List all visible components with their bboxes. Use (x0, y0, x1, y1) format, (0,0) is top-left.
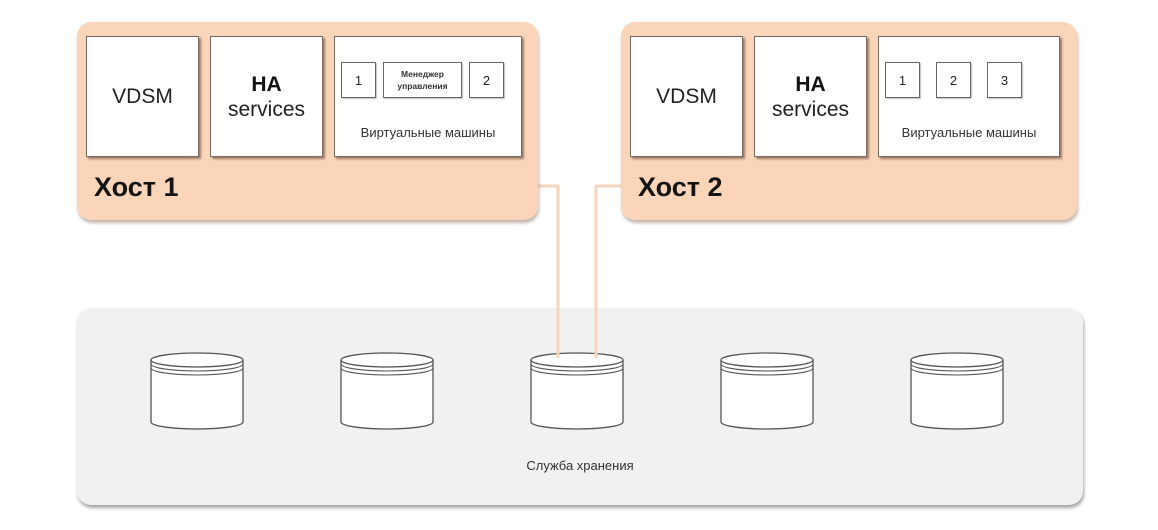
ha-subtitle: services (227, 97, 306, 121)
vdsm-box: VDSM (630, 36, 743, 157)
ha-services-box: HA services (754, 36, 867, 157)
storage-service: Служба хранения (77, 308, 1083, 505)
storage-disk-icon (910, 352, 1004, 430)
host-label: Хост 1 (94, 172, 179, 202)
ha-subtitle: services (771, 97, 850, 121)
ha-title: HA (795, 72, 826, 96)
vm-2: 2 (936, 62, 971, 98)
vm-1: 1 (885, 62, 920, 98)
virtual-machines-box: 1 2 3 Виртуальные машины (878, 36, 1060, 157)
host-2: VDSM HA services 1 2 3 Виртуальные машин… (621, 22, 1077, 220)
vm-caption: Виртуальные машины (901, 125, 1037, 140)
host-1: VDSM HA services 1 Менеджер управления 2… (77, 22, 538, 220)
ha-services-box: HA services (210, 36, 323, 157)
storage-disk-icon (150, 352, 244, 430)
vm-2: 2 (469, 62, 504, 98)
virtual-machines-box: 1 Менеджер управления 2 Виртуальные маши… (334, 36, 522, 157)
storage-disk-icon (530, 352, 624, 430)
vm-1: 1 (341, 62, 376, 98)
vm-3: 3 (987, 62, 1022, 98)
vdsm-label: VDSM (112, 84, 173, 108)
management-manager-vm: Менеджер управления (383, 62, 462, 98)
vm-caption: Виртуальные машины (360, 125, 496, 140)
storage-label: Служба хранения (526, 458, 634, 473)
vdsm-box: VDSM (86, 36, 199, 157)
storage-disk-icon (340, 352, 434, 430)
storage-disk-icon (720, 352, 814, 430)
vdsm-label: VDSM (656, 84, 717, 108)
host-label: Хост 2 (638, 172, 723, 202)
ha-title: HA (251, 72, 282, 96)
